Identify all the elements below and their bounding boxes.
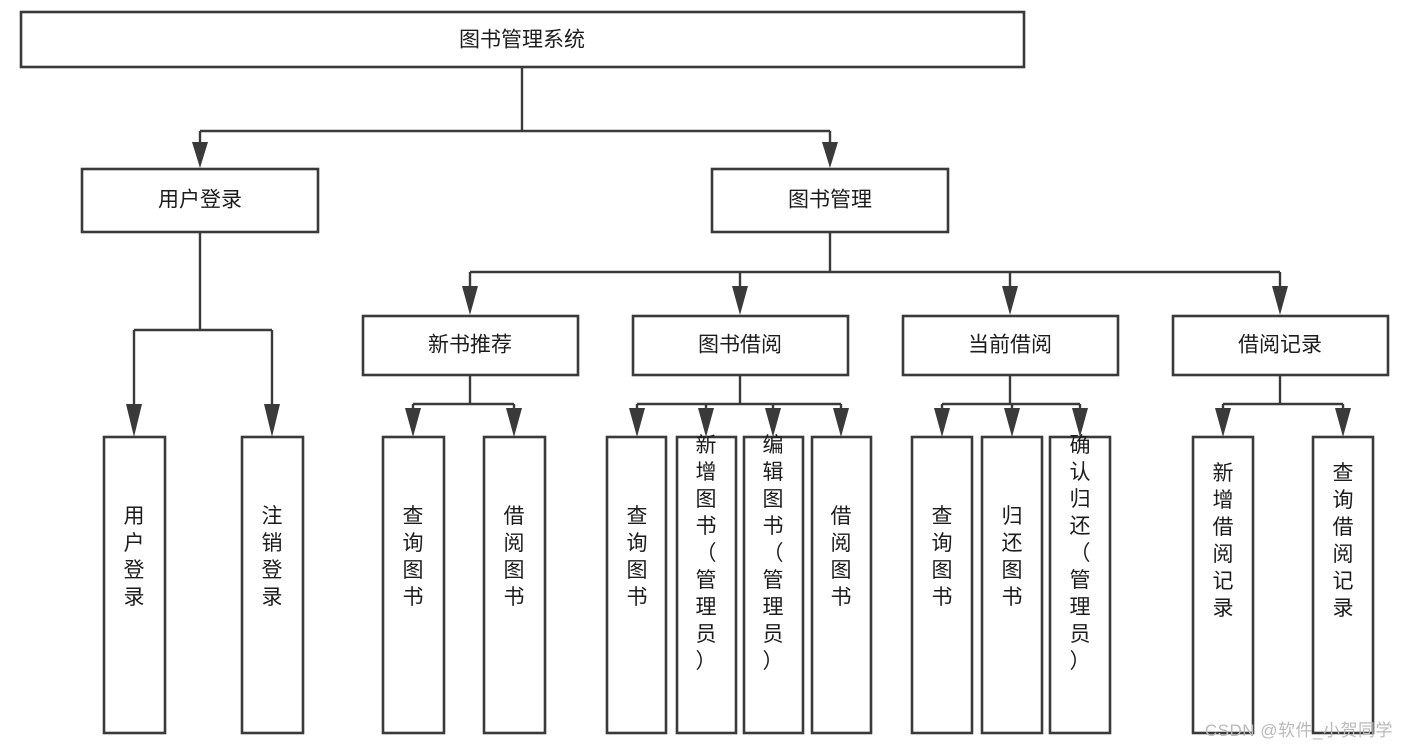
arrow-borrowrecord-leaf-2 (1335, 408, 1351, 437)
arrow-bookmgmt-child-2 (732, 286, 748, 315)
node-user-login[interactable]: 用户登录 (80, 167, 320, 234)
leaf-current-borrow-3-label: 确认归还（管理员） (1070, 434, 1091, 673)
leaf-book-borrow-4-label: 借阅图书 (831, 505, 852, 609)
leaf-new-book-1[interactable]: 查询图书 (381, 435, 446, 735)
leaf-borrow-record-1[interactable]: 新增借阅记录 (1191, 435, 1255, 735)
leaf-book-borrow-3-label: 编辑图书（管理员） (763, 434, 784, 673)
arrow-newbook-leaf-2 (506, 408, 522, 437)
leaf-book-borrow-2-box[interactable] (675, 435, 738, 735)
leaf-current-borrow-2-label: 归还图书 (1002, 505, 1023, 609)
leaf-current-borrow-2[interactable]: 归还图书 (980, 435, 1044, 735)
leaf-new-book-2-box[interactable] (482, 435, 547, 735)
leaf-user-login-2-box[interactable] (240, 435, 305, 735)
connector-group-borrowrecord (1215, 375, 1351, 437)
node-book-borrow[interactable]: 图书借阅 (631, 314, 850, 377)
leaf-book-borrow-2-label: 新增图书（管理员） (696, 434, 717, 673)
leaf-new-book-2-label: 借阅图书 (504, 505, 525, 609)
arrow-bookmgmt-child-4 (1272, 286, 1288, 315)
node-book-management-box[interactable] (710, 167, 950, 234)
watermark-label: CSDN @软件_小贺同学 (1204, 721, 1393, 740)
node-user-login-label: 用户登录 (158, 189, 242, 212)
arrow-bookmgmt-child-3 (1002, 286, 1018, 315)
leaf-book-borrow-4-box[interactable] (810, 435, 873, 735)
leaf-new-book-1-label: 查询图书 (403, 505, 424, 609)
arrow-userlogin-leaf-1 (126, 404, 142, 437)
node-book-management[interactable]: 图书管理 (710, 167, 950, 234)
arrow-bookborrow-leaf-1 (629, 408, 645, 437)
node-borrow-record[interactable]: 借阅记录 (1171, 314, 1390, 377)
arrow-userlogin-leaf-2 (264, 404, 280, 437)
node-current-borrow[interactable]: 当前借阅 (901, 314, 1120, 377)
leaf-new-book-2[interactable]: 借阅图书 (482, 435, 547, 735)
leaf-book-borrow-2[interactable]: 新增图书（管理员） (675, 434, 738, 735)
leaf-user-login-2-label: 注销登录 (262, 505, 283, 609)
node-new-book-recommend[interactable]: 新书推荐 (361, 314, 580, 377)
leaf-current-borrow-2-box[interactable] (980, 435, 1044, 735)
arrow-currentborrow-leaf-1 (934, 408, 950, 437)
arrow-newbook-leaf-1 (405, 408, 421, 437)
leaf-book-borrow-4[interactable]: 借阅图书 (810, 435, 873, 735)
leaf-current-borrow-1-box[interactable] (910, 435, 974, 735)
leaf-borrow-record-2-box[interactable] (1311, 435, 1375, 735)
node-new-book-recommend-label: 新书推荐 (428, 334, 512, 357)
node-root-label: 图书管理系统 (459, 29, 585, 52)
arrow-bookmgmt-child-1 (462, 286, 478, 315)
node-new-book-recommend-box[interactable] (361, 314, 580, 377)
leaf-current-borrow-1[interactable]: 查询图书 (910, 435, 974, 735)
connector-group-bookmgmt (462, 232, 1288, 315)
node-book-borrow-box[interactable] (631, 314, 850, 377)
node-borrow-record-label: 借阅记录 (1238, 334, 1322, 357)
node-current-borrow-box[interactable] (901, 314, 1120, 377)
connector-group-root (192, 67, 838, 168)
arrow-root-to-bookmgmt (822, 142, 838, 168)
leaf-new-book-1-box[interactable] (381, 435, 446, 735)
node-root-box[interactable] (19, 10, 1026, 69)
node-root[interactable]: 图书管理系统 (19, 10, 1026, 69)
leaf-user-login-2[interactable]: 注销登录 (240, 435, 305, 735)
arrow-bookborrow-leaf-4 (833, 408, 849, 437)
node-current-borrow-label: 当前借阅 (968, 334, 1052, 357)
leaf-user-login-1-label: 用户登录 (124, 505, 145, 609)
leaf-book-borrow-3[interactable]: 编辑图书（管理员） (742, 434, 805, 735)
node-book-borrow-label: 图书借阅 (698, 334, 782, 357)
arrow-currentborrow-leaf-2 (1004, 408, 1020, 437)
leaf-book-borrow-1-label: 查询图书 (627, 505, 648, 609)
leaf-book-borrow-1[interactable]: 查询图书 (605, 435, 668, 735)
arrow-bookborrow-leaf-3 (765, 408, 781, 437)
leaf-borrow-record-2[interactable]: 查询借阅记录 (1311, 435, 1375, 735)
leaf-borrow-record-2-label: 查询借阅记录 (1333, 462, 1354, 620)
arrow-root-to-userlogin (192, 142, 208, 168)
connector-group-bookborrow (629, 375, 849, 437)
node-book-management-label: 图书管理 (788, 189, 872, 212)
arrow-borrowrecord-leaf-1 (1215, 408, 1231, 437)
connector-group-currentborrow (934, 375, 1088, 437)
leaf-book-borrow-1-box[interactable] (605, 435, 668, 735)
leaf-book-borrow-3-box[interactable] (742, 435, 805, 735)
leaf-user-login-1[interactable]: 用户登录 (102, 435, 167, 735)
arrow-currentborrow-leaf-3 (1072, 408, 1088, 437)
node-user-login-box[interactable] (80, 167, 320, 234)
leaf-borrow-record-1-box[interactable] (1191, 435, 1255, 735)
leaf-borrow-record-1-label: 新增借阅记录 (1213, 462, 1234, 620)
leaf-current-borrow-3[interactable]: 确认归还（管理员） (1048, 434, 1112, 735)
arrow-bookborrow-leaf-2 (698, 408, 714, 437)
leaf-current-borrow-3-box[interactable] (1048, 435, 1112, 735)
leaf-current-borrow-1-label: 查询图书 (932, 505, 953, 609)
connector-group-newbook (405, 375, 522, 437)
connector-group-userlogin (126, 232, 280, 437)
leaf-user-login-1-box[interactable] (102, 435, 167, 735)
node-borrow-record-box[interactable] (1171, 314, 1390, 377)
